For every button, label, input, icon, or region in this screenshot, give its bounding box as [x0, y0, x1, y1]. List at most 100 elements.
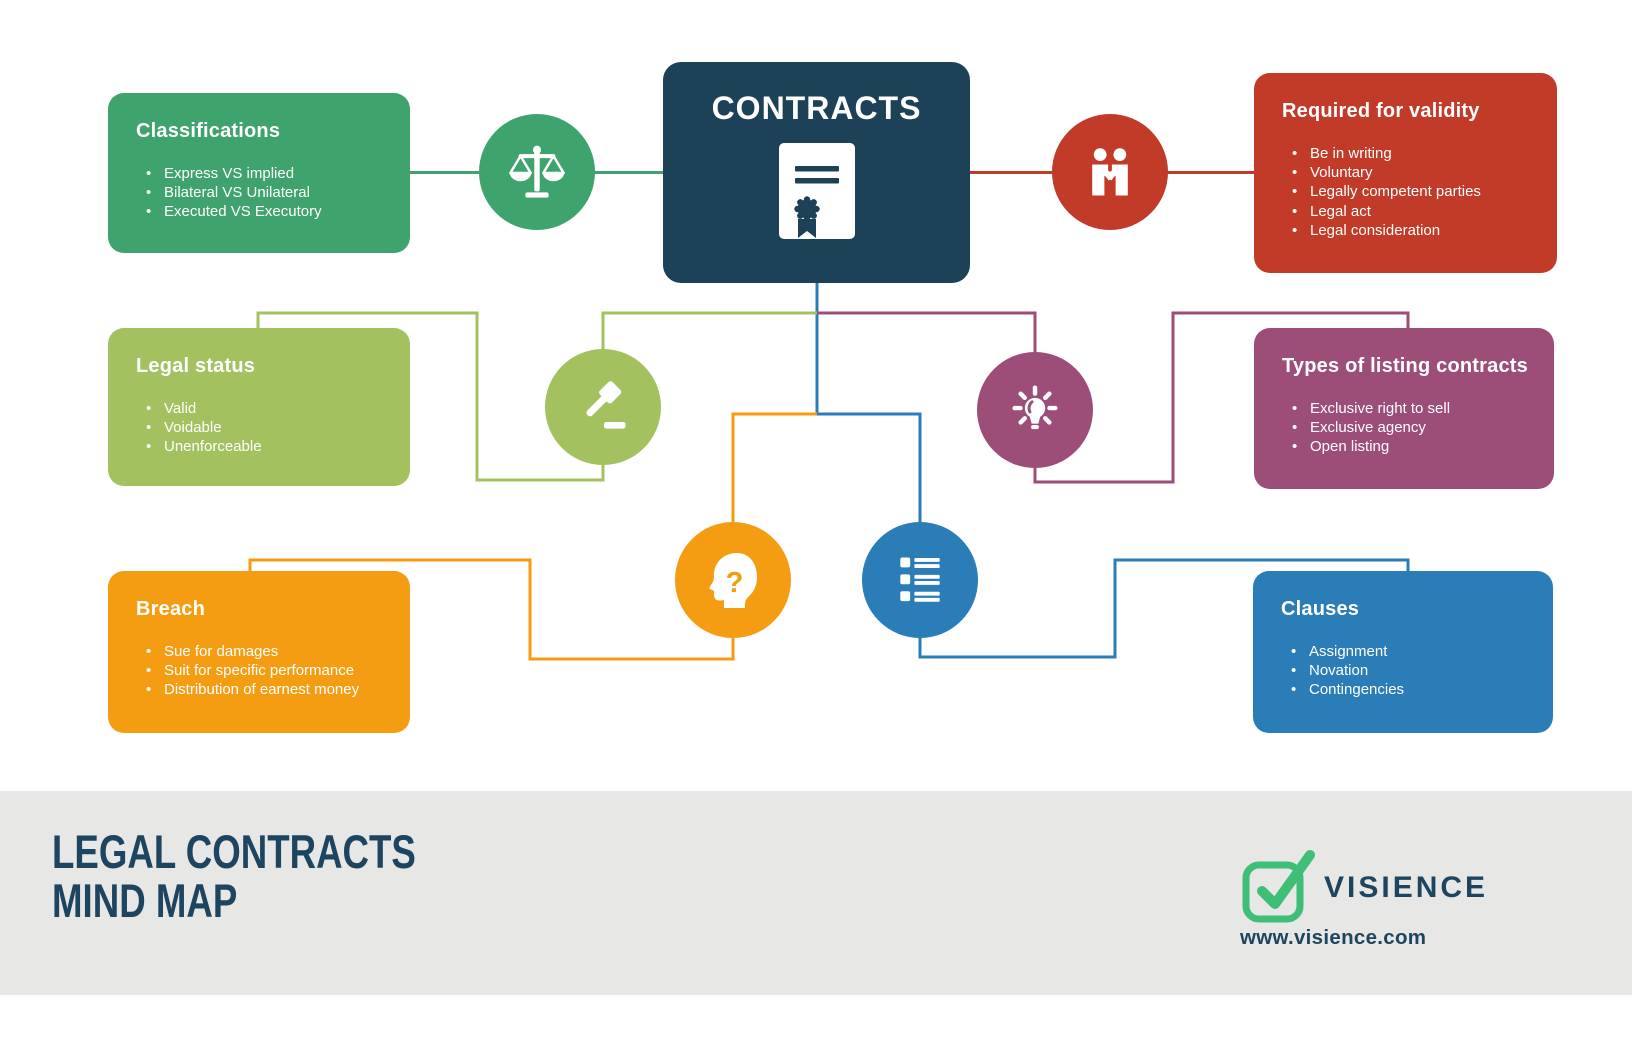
node-classifications: Classifications • Express VS implied • Bila…	[108, 93, 410, 253]
checkbox-icon	[1242, 850, 1315, 923]
certificate-icon	[778, 143, 855, 239]
node-title: Required for validity	[1282, 100, 1480, 122]
bullet-dot: •	[146, 419, 152, 437]
bullet-text: Valid	[164, 400, 197, 417]
bullet-item: • Unenforceable	[146, 438, 386, 457]
connector-legal-status	[256, 311, 817, 482]
bullet-dot: •	[146, 662, 152, 680]
bullet-item: • Express VS implied	[146, 165, 386, 184]
list-icon	[900, 557, 940, 602]
brand-website: www.visience.com	[1240, 926, 1427, 949]
bullet-item: • Distribution of earnest money	[146, 681, 386, 700]
bullet-item: • Exclusive right to sell	[1292, 400, 1530, 419]
bullet-dot: •	[1292, 164, 1298, 182]
gavel-icon	[586, 381, 626, 429]
icon-circle-breach: ?	[675, 522, 791, 638]
bullet-text: Legal act	[1310, 202, 1371, 220]
bullet-dot: •	[1292, 221, 1298, 239]
svg-text:?: ?	[726, 567, 744, 599]
scales-icon	[509, 145, 565, 198]
icon-circle-clauses	[862, 522, 978, 638]
bullet-dot: •	[1292, 202, 1298, 220]
node-title: Classifications	[136, 120, 281, 142]
node-title: Legal status	[136, 355, 256, 377]
icon-circle-legal-status	[545, 349, 661, 465]
node-title: Types of listing contracts	[1282, 355, 1528, 377]
node-contracts-center: CONTRACTS	[663, 62, 970, 283]
brand-logo: VISIENCE www.visience.com	[1238, 843, 1485, 949]
bullet-text: Voluntary	[1310, 164, 1373, 182]
icon-circle-required-validity	[1052, 114, 1168, 230]
bullet-text: Bilateral VS Unilateral	[164, 184, 310, 202]
bullet-item: • Legally competent parties	[1292, 183, 1533, 202]
icon-circle-listing-types	[977, 352, 1093, 468]
bullet-text: Assignment	[1309, 643, 1388, 660]
bullet-text: Unenforceable	[164, 438, 262, 456]
node-item-list: •Sue for damages•Suit for specific perfo…	[146, 643, 386, 700]
bullet-item: • Valid	[146, 400, 386, 419]
bullet-dot: •	[1291, 643, 1297, 660]
node-required-validity: Required for validity •Be in writing•Vol…	[1254, 73, 1557, 273]
node-item-list: • Express VS implied • Bilateral VS Unilate…	[146, 165, 386, 222]
bullet-item: • Legal consideration	[1292, 222, 1533, 241]
bullet-dot: •	[1291, 662, 1297, 680]
bullet-item: •Voidable	[146, 419, 386, 438]
node-item-list: • Exclusive right to sell •Exclusive agenc…	[1292, 400, 1530, 457]
brand-name: VISIENCE	[1324, 871, 1489, 904]
center-node-title: CONTRACTS	[711, 90, 922, 126]
handshake-icon	[1092, 148, 1128, 196]
node-title: Breach	[136, 598, 206, 620]
bullet-dot: •	[1292, 145, 1298, 162]
node-title: Clauses	[1281, 598, 1360, 620]
bullet-item: • Bilateral VS Unilateral	[146, 184, 386, 203]
bullet-item: • Voluntary	[1292, 164, 1533, 183]
bullet-item: • Suit for specific performance	[146, 662, 386, 681]
bullet-dot: •	[1292, 183, 1298, 201]
bullet-dot: •	[1292, 438, 1298, 456]
bullet-dot: •	[146, 165, 152, 182]
bullet-item: •Contingencies	[1291, 681, 1529, 700]
bullet-dot: •	[146, 681, 152, 699]
head-question-icon: ?	[709, 553, 757, 608]
page-title-line1: LEGAL CONTRACTS	[52, 825, 416, 878]
page-title: LEGAL CONTRACTS MIND MAP	[52, 827, 416, 925]
bullet-item: • Open listing	[1292, 438, 1530, 457]
connector-listing-types	[817, 311, 1410, 484]
bullet-dot: •	[146, 203, 152, 221]
node-item-list: •Be in writing•Voluntary•Legally compete…	[1292, 145, 1533, 240]
page-title-line2: MIND MAP	[52, 874, 238, 927]
node-listing-types: Types of listing contracts • Exclusive ri…	[1254, 328, 1554, 489]
bullet-text: Open listing	[1310, 438, 1390, 456]
icon-circle-classifications	[479, 114, 595, 230]
bullet-item: •Exclusive agency	[1292, 419, 1530, 438]
bullet-text: Novation	[1309, 662, 1369, 680]
connector-breach	[248, 412, 817, 661]
bullet-item: • Legal act	[1292, 203, 1533, 222]
bullet-text: Sue for damages	[164, 643, 279, 660]
bullet-dot: •	[146, 438, 152, 456]
footer-band: LEGAL CONTRACTS MIND MAP VISIENCE www.vi…	[0, 791, 1632, 995]
bullet-dot: •	[146, 400, 152, 417]
bullet-item: • Novation	[1291, 662, 1529, 681]
connector-clauses	[817, 412, 1410, 659]
node-legal-status: Legal status •Valid•Voidable•Unenforceab…	[108, 328, 410, 486]
bullet-item: •Be in writing	[1292, 145, 1533, 164]
node-breach: Breach •Sue for damages•Suit for specifi…	[108, 571, 410, 733]
bullet-dot: •	[146, 184, 152, 202]
bullet-item: •Sue for damages	[146, 643, 386, 662]
bullet-text: Express VS implied	[164, 165, 295, 182]
bullet-dot: •	[1292, 419, 1298, 437]
bullet-text: Exclusive right to sell	[1310, 400, 1451, 417]
bullet-text: Contingencies	[1309, 681, 1405, 699]
bullet-text: Distribution of earnest money	[164, 681, 360, 699]
node-item-list: •Valid•Voidable•Unenforceable	[146, 400, 386, 457]
lightbulb-icon	[1012, 385, 1058, 430]
bullet-text: Legally competent parties	[1310, 183, 1481, 201]
bullet-item: • Assignment	[1291, 643, 1529, 662]
bullet-dot: •	[1292, 400, 1298, 417]
bullet-text: Legal consideration	[1310, 221, 1441, 239]
node-clauses: Clauses • Assignment • Novation•Contingenci…	[1253, 571, 1553, 733]
bullet-text: Suit for specific performance	[164, 662, 355, 680]
